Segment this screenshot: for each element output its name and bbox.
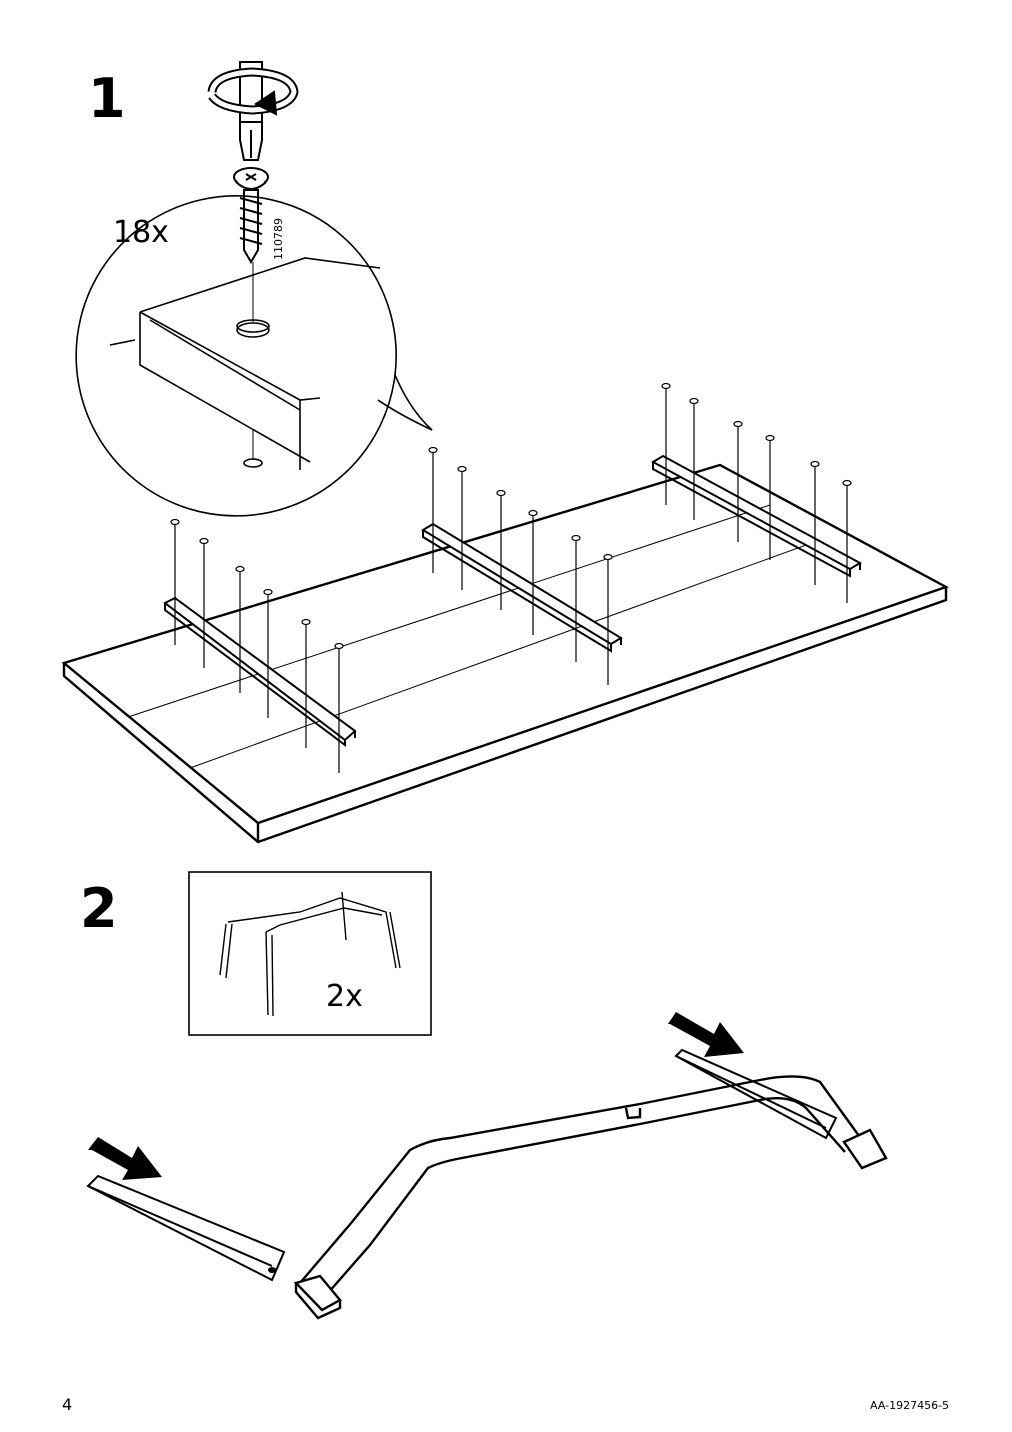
step-1-part-number: 110789 — [272, 218, 285, 260]
screw-icon — [765, 434, 775, 560]
step-1-quantity: 18x — [113, 215, 169, 250]
page-number: 4 — [62, 1395, 73, 1414]
document-code: AA-1927456-5 — [870, 1399, 950, 1412]
rail-right — [650, 454, 863, 578]
screw-icon — [571, 534, 581, 662]
rail-middle — [421, 522, 623, 653]
screw-icon — [334, 642, 344, 773]
step-2-number: 2 — [80, 877, 118, 940]
table-top — [61, 463, 949, 844]
step-2-quantity: 2x — [326, 979, 363, 1014]
screw-icon — [170, 518, 180, 645]
screw-icon — [603, 553, 613, 685]
screw-icon — [263, 588, 273, 718]
parts-box — [188, 871, 432, 1036]
leg-right — [674, 1048, 838, 1140]
screw-icon — [235, 565, 245, 693]
screw-icon — [689, 397, 699, 520]
leg-frame-thumbnail — [219, 891, 401, 1017]
step-1-number: 1 — [88, 67, 126, 130]
screw-icon — [301, 618, 311, 748]
push-arrow-icon — [668, 1012, 744, 1057]
screw-icon — [810, 460, 820, 585]
step-1-illustration — [61, 61, 949, 844]
detail-magnifier — [75, 195, 433, 517]
screw-icon — [199, 537, 209, 668]
screw-icon — [428, 446, 438, 573]
screw-icon — [233, 167, 269, 264]
leg-left — [86, 1174, 286, 1282]
screwdriver-rotate-icon — [207, 61, 299, 161]
screw-icon — [842, 479, 852, 603]
screw-icon — [733, 420, 743, 542]
screw-icon — [661, 382, 671, 505]
frame — [293, 1075, 888, 1320]
push-arrow-icon — [88, 1137, 162, 1180]
screw-icon — [496, 489, 506, 610]
step-2-illustration — [86, 871, 888, 1320]
rail-left — [163, 596, 357, 747]
screw-icon — [528, 509, 538, 635]
rail-screws — [170, 382, 852, 773]
screw-icon — [457, 465, 467, 590]
